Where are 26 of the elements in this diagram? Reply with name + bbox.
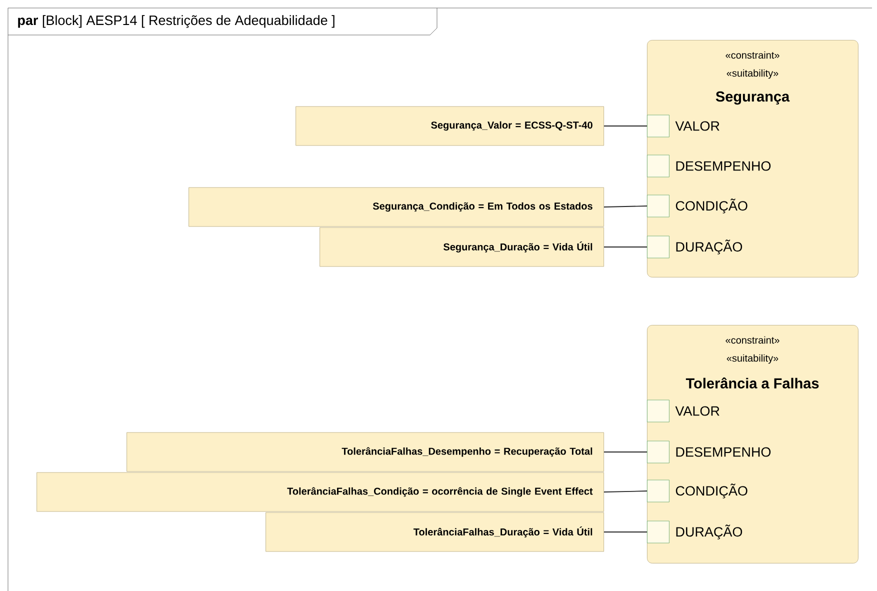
port-label: CONDIÇÃO <box>676 198 748 214</box>
port-square <box>647 520 670 544</box>
port-square <box>647 114 670 138</box>
value-box: Segurança_Condição = Em Todos os Estados <box>188 187 604 227</box>
port-square <box>647 400 670 422</box>
port-square <box>647 154 670 178</box>
port-label: VALOR <box>675 406 720 416</box>
connector-line <box>604 246 648 248</box>
connector-line <box>604 490 648 492</box>
value-box: TolerânciaFalhas_Desempenho = Recuperação Total <box>126 432 604 472</box>
port-label: DESEMPENHO <box>676 447 771 457</box>
value-box: TolerânciaFalhas_Condição = ocorrência de Single Event Effect <box>36 472 604 512</box>
diagram-title: par [Block] AESP14 [ Restrições de Adequabilidade ] <box>18 15 334 28</box>
port-label: VALOR <box>675 121 720 131</box>
value-box: Segurança_Valor = ECSS-Q-ST-40 <box>296 106 604 146</box>
port-square <box>647 194 670 218</box>
value-box: Segurança_Duração = Vida Útil <box>320 227 604 267</box>
port-label: DURAÇÃO <box>676 524 742 540</box>
port-label: DURAÇÃO <box>676 240 742 254</box>
port-square <box>647 236 670 258</box>
port-square <box>647 480 670 502</box>
port-label: DESEMPENHO <box>676 161 771 171</box>
connector-line <box>604 206 648 208</box>
port-square <box>647 440 670 464</box>
value-box: TolerânciaFalhas_Duração = Vida Útil <box>266 512 604 552</box>
port-label: CONDIÇÃO <box>676 484 748 498</box>
